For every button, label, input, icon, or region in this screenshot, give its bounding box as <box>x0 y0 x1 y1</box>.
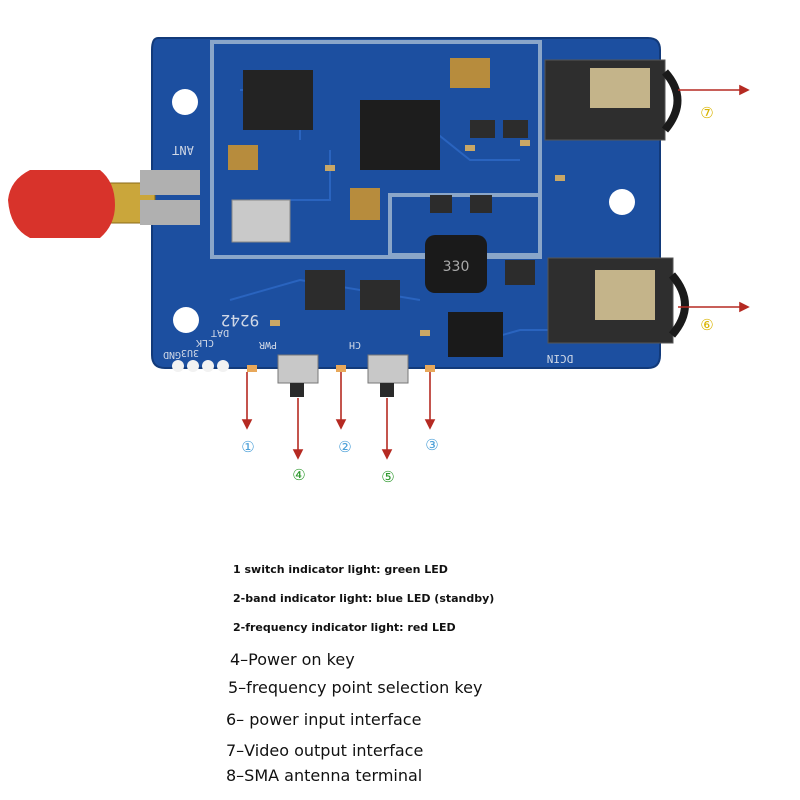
callout-7: ⑦ <box>700 104 714 122</box>
legend-item: 8–SMA antenna terminal <box>226 766 423 785</box>
silkscreen-pwr: PWR <box>258 339 277 350</box>
power-switch[interactable] <box>277 354 319 397</box>
silkscreen-ch: CH <box>349 339 361 350</box>
legend-item: 1 switch indicator light: green LED <box>233 563 448 576</box>
mounting-hole <box>172 89 198 115</box>
led-power <box>247 365 257 372</box>
inductor <box>425 235 487 293</box>
led-frequency <box>425 365 435 372</box>
pcb-board: 330 ANT 9242 DAT CLK 3U3 GND PWR CH DCIN… <box>151 37 689 397</box>
callout-4: ④ <box>292 466 306 484</box>
legend-item: 6– power input interface <box>226 710 422 729</box>
silkscreen-model: 9242 <box>221 311 260 330</box>
callout-5: ⑤ <box>381 468 395 486</box>
pcb-illustration: 330 ANT 9242 DAT CLK 3U3 GND PWR CH DCIN… <box>8 37 750 460</box>
crystal <box>450 58 490 88</box>
product-figure: 330 ANT 9242 DAT CLK 3U3 GND PWR CH DCIN… <box>8 37 750 486</box>
mounting-hole <box>173 307 199 333</box>
filter-component <box>231 199 291 243</box>
channel-switch[interactable] <box>367 354 409 397</box>
video-output-jack[interactable] <box>544 59 682 141</box>
legend-item: 2-frequency indicator light: red LED <box>233 621 456 634</box>
chip <box>243 70 313 130</box>
main-chip <box>360 100 440 170</box>
silkscreen-ant: ANT <box>172 143 194 157</box>
inductor-label: 330 <box>443 259 470 275</box>
legend-item: 7–Video output interface <box>226 741 424 760</box>
antenna-cap <box>8 170 115 238</box>
silkscreen-dcin: DCIN <box>547 352 574 365</box>
callout-3: ③ <box>425 436 439 454</box>
legend-item: 5–frequency point selection key <box>228 678 483 697</box>
power-input-jack[interactable] <box>547 257 689 344</box>
mounting-hole <box>609 189 635 215</box>
legend-item: 2-band indicator light: blue LED (standb… <box>233 592 495 605</box>
callout-arrows <box>241 84 750 460</box>
callout-1: ① <box>241 438 255 456</box>
silkscreen-pin-clk: CLK <box>196 337 214 348</box>
rf-shield-frame <box>210 40 542 259</box>
silkscreen-pin-dat: DAT <box>211 327 229 338</box>
regulator-chip <box>448 312 503 357</box>
sma-antenna-connector[interactable] <box>8 170 200 238</box>
callout-2: ② <box>338 438 352 456</box>
callout-6: ⑥ <box>700 316 714 334</box>
header-pins <box>172 360 229 372</box>
legend-item: 4–Power on key <box>230 650 355 669</box>
led-band <box>336 365 346 372</box>
silkscreen-pin-3u3: 3U3 <box>181 347 199 358</box>
silkscreen-pin-gnd: GND <box>163 349 181 360</box>
